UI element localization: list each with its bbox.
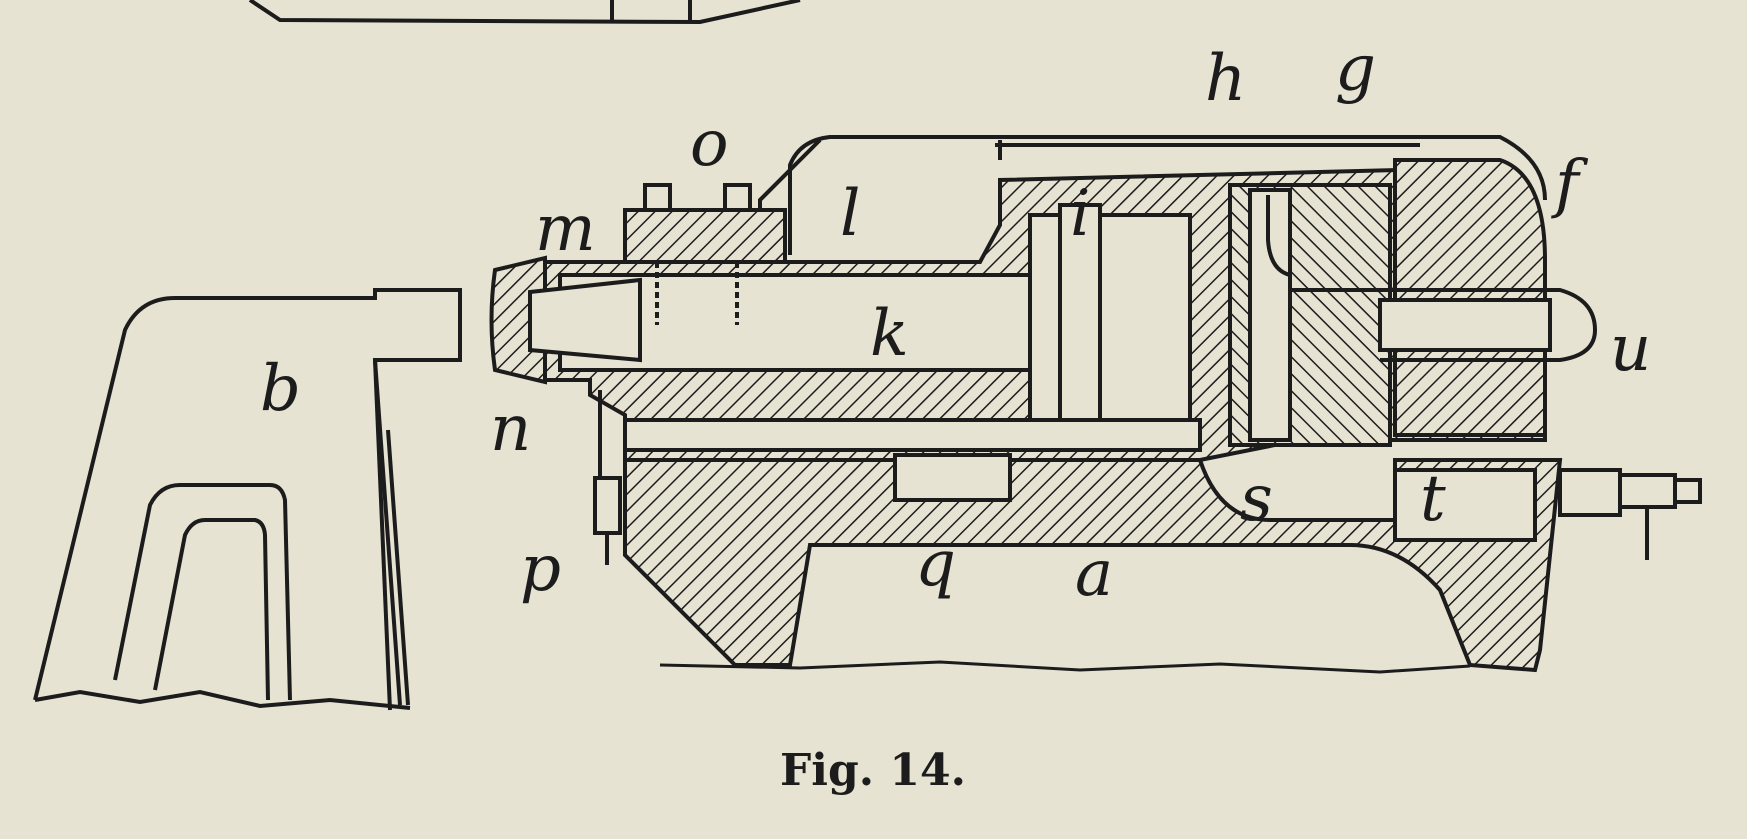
label-q: q <box>915 527 956 601</box>
part-a-base <box>623 458 1563 673</box>
label-b: b <box>260 352 301 426</box>
label-f: f <box>1551 147 1589 221</box>
label-t: t <box>1420 462 1446 536</box>
label-a: a <box>1075 537 1113 611</box>
label-i: i <box>1070 177 1090 251</box>
label-h: h <box>1205 42 1246 116</box>
part-p-valve <box>593 390 622 565</box>
previous-figure-fragment <box>248 0 801 25</box>
figure-caption: Fig. 14. <box>780 745 966 796</box>
part-l-housing <box>758 135 1547 255</box>
label-l: l <box>840 177 860 251</box>
label-m: m <box>535 192 596 266</box>
part-m-nose <box>489 255 642 385</box>
upper-cylinder-body <box>543 158 1598 542</box>
label-g: g <box>1335 32 1376 106</box>
part-o-clamp <box>623 183 787 325</box>
label-p: p <box>520 532 561 606</box>
label-s: s <box>1240 462 1273 536</box>
ground-line <box>659 660 1471 674</box>
part-b-stand <box>33 288 462 711</box>
label-u: u <box>1610 312 1651 386</box>
label-o: o <box>690 107 729 181</box>
label-n: n <box>490 392 531 466</box>
right-fitting <box>1558 468 1702 560</box>
label-k: k <box>870 297 909 371</box>
